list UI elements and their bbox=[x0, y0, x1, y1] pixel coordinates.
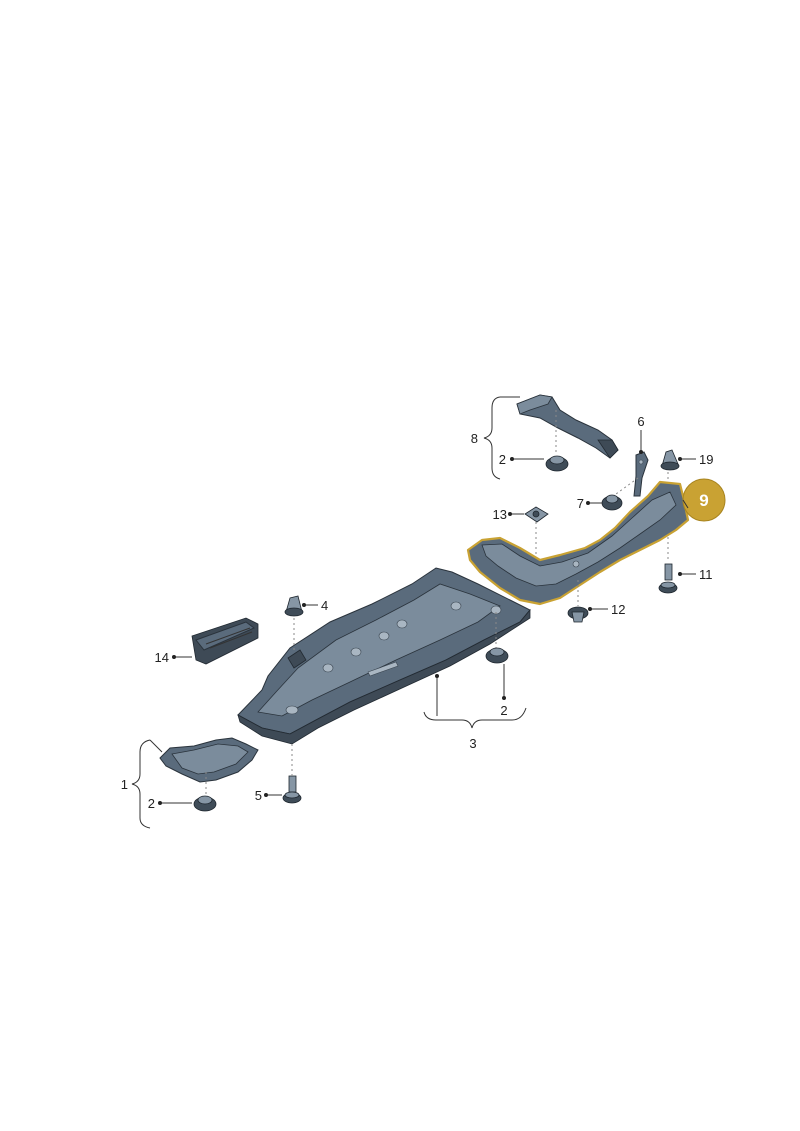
part-4-clip-nut bbox=[284, 595, 304, 617]
part-3-main-underbody-panel bbox=[237, 567, 531, 745]
callout-8: 8 bbox=[471, 431, 478, 446]
callout-14: 14 bbox=[155, 650, 169, 665]
callout-4: 4 bbox=[321, 598, 328, 613]
callout-3: 3 bbox=[469, 736, 476, 751]
highlight-badge[interactable]: 9 bbox=[682, 478, 726, 522]
part-8-bracket bbox=[516, 394, 619, 459]
part-6-clip bbox=[633, 451, 649, 497]
brace-group-3 bbox=[423, 707, 527, 729]
callout-13: 13 bbox=[493, 507, 507, 522]
part-12-nut bbox=[567, 606, 589, 623]
part-5-bolt bbox=[282, 775, 302, 804]
callout-1: 1 bbox=[121, 777, 128, 792]
part-14-grille bbox=[191, 617, 259, 665]
callout-6: 6 bbox=[637, 414, 644, 429]
part-2-nut-right bbox=[485, 647, 509, 664]
bracket-group-1 bbox=[131, 739, 151, 829]
part-1-front-panel bbox=[159, 737, 259, 783]
callout-7: 7 bbox=[577, 496, 584, 511]
part-2-nut-lower bbox=[193, 795, 217, 812]
callout-5: 5 bbox=[255, 788, 262, 803]
highlight-badge-label: 9 bbox=[699, 491, 708, 510]
part-19-clip-nut bbox=[660, 449, 680, 471]
callout-11: 11 bbox=[699, 567, 713, 582]
callout-12: 12 bbox=[611, 602, 625, 617]
part-11-bolt bbox=[658, 563, 678, 594]
callout-2-upper: 2 bbox=[499, 452, 506, 467]
bracket-group-8 bbox=[483, 396, 501, 480]
part-2-nut-upper bbox=[545, 455, 569, 472]
callout-2-right: 2 bbox=[500, 703, 507, 718]
callout-2-lower: 2 bbox=[148, 796, 155, 811]
callout-19: 19 bbox=[699, 452, 713, 467]
part-7-nut bbox=[601, 494, 623, 511]
part-13-clip bbox=[524, 506, 549, 523]
